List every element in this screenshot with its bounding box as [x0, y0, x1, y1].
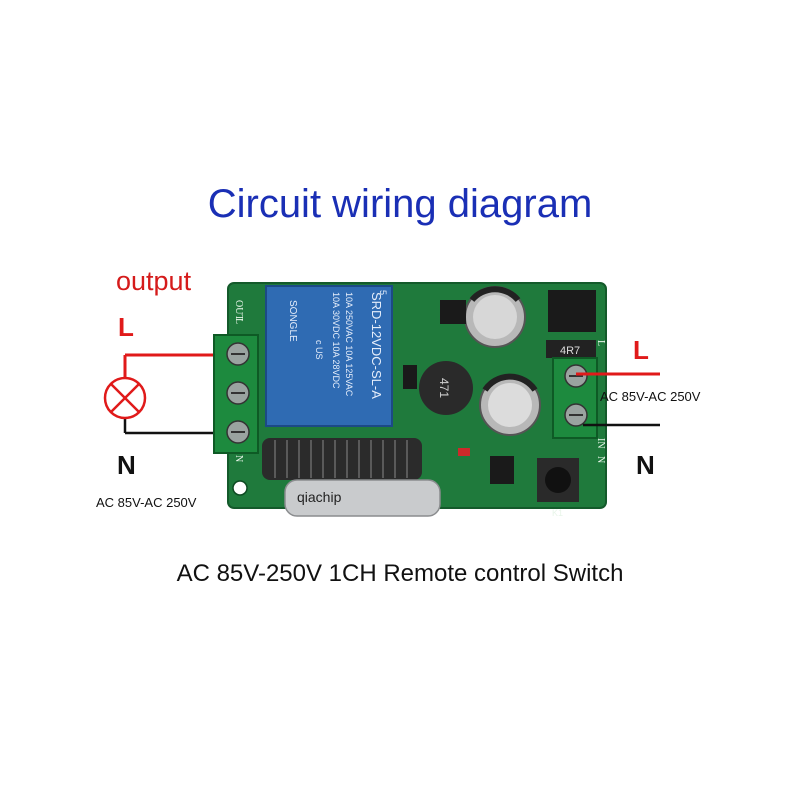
inductor: 471	[419, 361, 473, 415]
smd-inductor: 4R7	[546, 340, 596, 358]
capacitor-top	[464, 286, 526, 348]
ic-chip	[440, 300, 466, 324]
push-button: K1	[537, 458, 579, 518]
left-live-label: L	[118, 312, 134, 342]
product-caption: AC 85V-250V 1CH Remote control Switch	[176, 560, 624, 587]
relay-component: SRD-12VDC-SL-A SONGLE 10A 250VAC 10A 125…	[265, 285, 393, 427]
input-terminal-block	[552, 357, 598, 439]
diagram-title: Circuit wiring diagram	[207, 182, 593, 226]
right-live-label: L	[633, 335, 649, 365]
output-label: output	[116, 266, 192, 296]
antenna-coil	[262, 438, 422, 480]
module-brand: qiachip	[297, 489, 342, 505]
ic-chip	[490, 456, 514, 484]
silk-n-out: N	[233, 455, 244, 462]
relay-model: SRD-12VDC-SL-A	[369, 292, 384, 399]
silk-l-in: L	[595, 340, 606, 346]
right-neutral-label: N	[636, 450, 655, 480]
relay-brand: SONGLE	[287, 300, 298, 342]
relay-rating-1: 10A 250VAC 10A 125VAC	[344, 292, 354, 397]
regulator-chip	[548, 290, 596, 332]
relay-cert-marks: c US	[314, 340, 324, 360]
capacitor-bottom	[479, 373, 541, 436]
transistor	[403, 365, 417, 389]
inductor-label: 471	[437, 378, 451, 398]
chip-label: 4R7	[560, 345, 580, 357]
silk-out: OUT	[233, 300, 244, 321]
led	[458, 448, 470, 456]
silk-in: IN	[595, 438, 606, 449]
mount-hole	[232, 480, 248, 496]
left-neutral-label: N	[117, 450, 136, 480]
relay-pin-label: 5	[378, 290, 388, 295]
silk-l-out: L	[233, 318, 244, 324]
right-voltage-label: AC 85V-AC 250V	[600, 389, 701, 404]
left-voltage-label: AC 85V-AC 250V	[96, 495, 197, 510]
relay-rating-2: 10A 30VDC 10A 28VDC	[331, 292, 341, 389]
silk-n-in: N	[595, 456, 606, 463]
output-terminal-block	[213, 334, 259, 454]
lamp-icon	[103, 376, 147, 420]
crystal-module: qiachip	[284, 479, 441, 517]
button-label: K1	[552, 508, 563, 518]
